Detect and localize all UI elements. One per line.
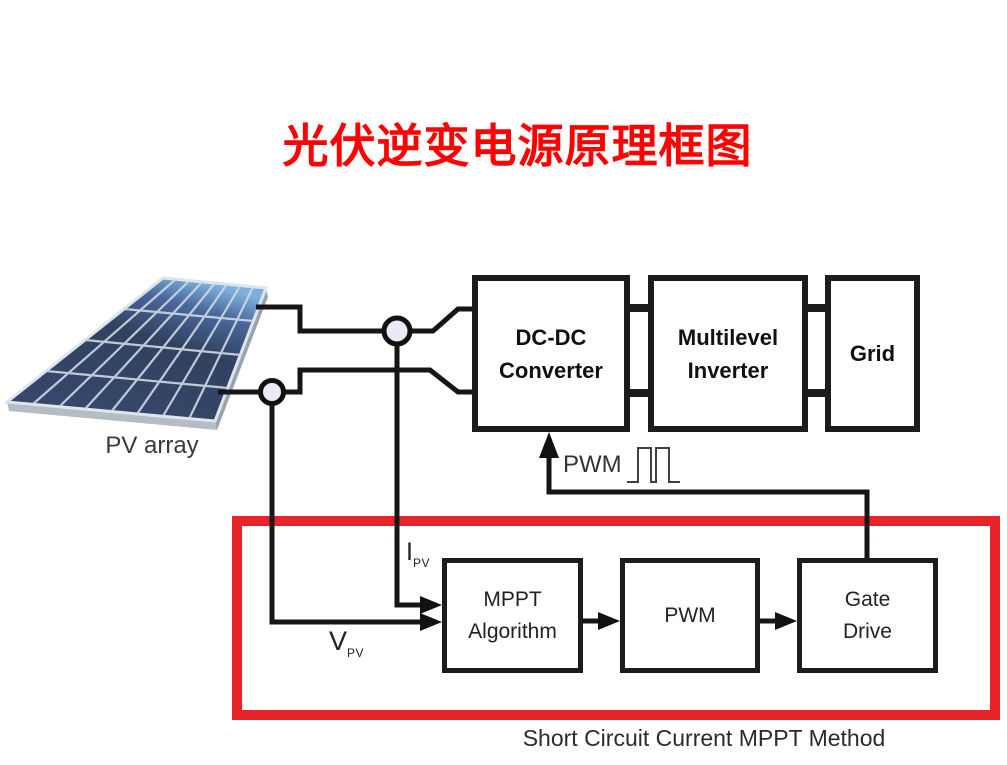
pwm-waveform-icon — [627, 447, 680, 483]
block-dcdc-converter: DC-DC Converter — [472, 275, 630, 432]
block-mppt-algorithm: MPPT Algorithm — [442, 558, 583, 673]
ipv-sense-wire — [394, 331, 422, 608]
pwm-feedback-arrowhead — [539, 432, 559, 458]
wires — [218, 304, 870, 625]
vpv-symbol: V — [329, 626, 348, 656]
page-title: 光伏逆变电源原理框图 — [282, 120, 753, 172]
ipv-subscript: PV — [412, 556, 430, 570]
ipv-label: IPV — [406, 538, 430, 570]
pv-array-label: PV array — [105, 432, 199, 459]
voltage-junction-node — [258, 378, 286, 406]
vpv-sense-wire — [269, 392, 422, 625]
pv-negative-wire — [218, 367, 472, 395]
gate-feedback-wire — [546, 455, 870, 558]
block-mppt-line1: MPPT — [483, 587, 542, 611]
block-grid: Grid — [825, 275, 920, 432]
block-inverter-line1: Multilevel — [677, 324, 779, 350]
vpv-arrowhead — [420, 613, 442, 631]
mppt-pwm-arrowhead — [598, 612, 620, 630]
pwm-gate-arrowhead — [775, 612, 797, 630]
block-grid-line1: Grid — [849, 341, 896, 366]
current-junction-node — [381, 315, 413, 347]
pv-array-illustration — [3, 276, 269, 430]
vpv-label: VPV — [329, 626, 364, 660]
block-pwm: PWM — [620, 558, 760, 673]
vpv-subscript: PV — [347, 646, 365, 660]
ipv-arrowhead — [420, 596, 442, 614]
block-inverter-line2: Inverter — [687, 357, 769, 383]
block-dcdc-line1: DC-DC — [515, 324, 587, 350]
pv-frame-front-edge — [7, 402, 217, 430]
method-caption: Short Circuit Current MPPT Method — [522, 725, 886, 751]
pwm-signal-label: PWM — [563, 451, 622, 478]
block-multilevel-inverter: Multilevel Inverter — [648, 275, 808, 432]
ipv-symbol: I — [406, 538, 413, 566]
block-pwm-line1: PWM — [664, 603, 716, 627]
block-gate-line1: Gate — [844, 587, 891, 611]
block-gate-line2: Drive — [842, 619, 892, 643]
pv-cell-grid — [32, 278, 254, 420]
block-gate-drive: Gate Drive — [797, 558, 938, 673]
bus-connectors — [628, 304, 827, 397]
block-dcdc-line2: Converter — [499, 357, 603, 383]
pv-positive-wire — [256, 304, 472, 334]
arrowheads — [420, 432, 797, 631]
block-mppt-line2: Algorithm — [468, 619, 557, 643]
mppt-method-highlight-box — [232, 516, 1000, 720]
